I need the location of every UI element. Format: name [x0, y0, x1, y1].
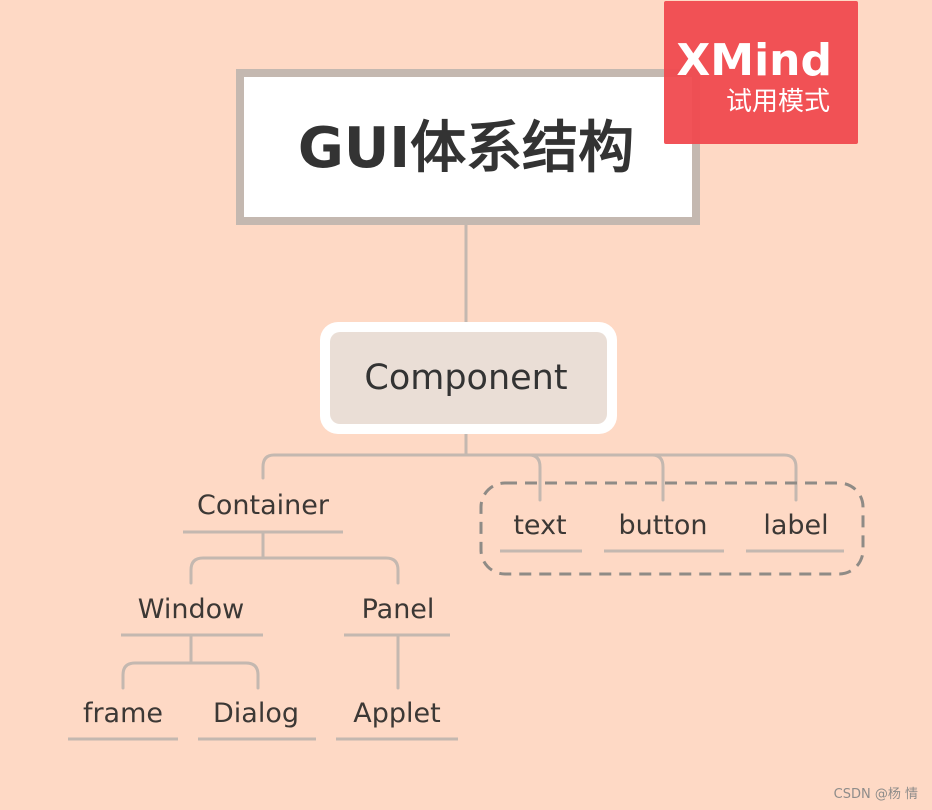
author-credit: CSDN @杨 情: [833, 787, 918, 802]
node-window-label: Window: [138, 594, 244, 625]
node-container-label: Container: [197, 490, 330, 521]
node-label[interactable]: label: [746, 510, 844, 553]
node-frame-label: frame: [83, 698, 163, 729]
node-label-label: label: [763, 510, 828, 541]
widget-group-boundary: [479, 481, 865, 576]
node-text[interactable]: text: [500, 510, 582, 553]
watermark-mode: 试用模式: [725, 87, 830, 117]
root-node[interactable]: [236, 69, 700, 225]
node-button[interactable]: button: [604, 510, 724, 553]
container-branch-connector: [189, 531, 400, 585]
root-node-label: GUI体系结构: [298, 116, 634, 181]
node-applet[interactable]: Applet: [336, 698, 458, 741]
node-container[interactable]: Container: [183, 490, 343, 534]
node-panel-label: Panel: [362, 594, 435, 625]
node-dialog[interactable]: Dialog: [198, 698, 316, 741]
component-branch-connector: [261, 430, 798, 502]
node-window[interactable]: Window: [121, 594, 263, 637]
node-text-label: text: [513, 510, 566, 541]
window-branch-connector: [121, 634, 260, 690]
node-button-label: button: [618, 510, 707, 541]
node-panel[interactable]: Panel: [344, 594, 450, 637]
component-node[interactable]: [330, 332, 607, 424]
node-applet-label: Applet: [353, 698, 440, 729]
xmind-trial-watermark: XMind 试用模式: [664, 1, 858, 144]
node-frame[interactable]: frame: [68, 698, 178, 741]
watermark-brand: XMind: [676, 35, 832, 86]
node-dialog-label: Dialog: [213, 698, 299, 729]
component-node-label: Component: [364, 358, 567, 398]
